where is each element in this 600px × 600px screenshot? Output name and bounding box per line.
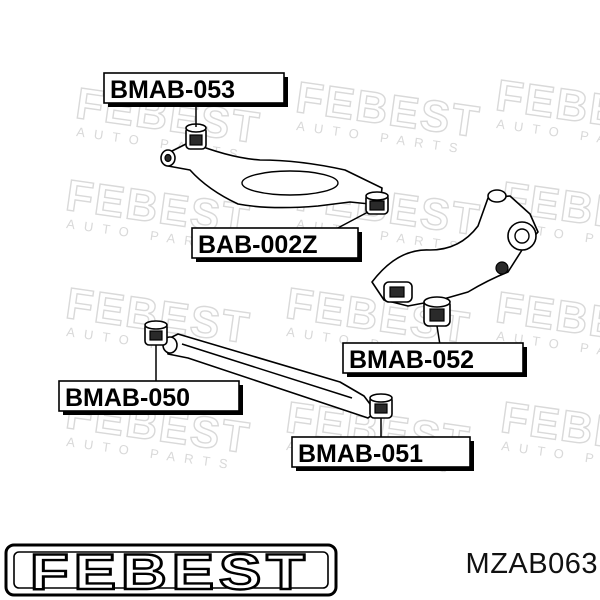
bushing-bmab-053 — [185, 123, 207, 150]
watermark: FEBEST AUTO PARTS — [492, 70, 600, 155]
part-number-text: BMAB-052 — [349, 346, 474, 374]
bushing-bmab-052 — [423, 296, 451, 327]
part-label-bmab-052: BMAB-052 — [342, 342, 527, 377]
logo-text: FEBEST — [30, 544, 310, 600]
part-code: MZAB063 — [465, 548, 598, 580]
bushing-bmab-050 — [144, 320, 168, 346]
watermark-layer: FEBEST AUTO PARTS FEBEST AUTO PARTS FEBE… — [62, 70, 600, 477]
part-number-text: BAB-002Z — [198, 231, 317, 259]
leader-bab-002z — [333, 211, 369, 231]
febest-logo: FEBEST — [4, 543, 338, 600]
part-label-bmab-051: BMAB-051 — [291, 436, 474, 471]
upper-control-arm — [160, 141, 383, 209]
part-label-bmab-050: BMAB-050 — [58, 380, 243, 415]
part-label-bmab-053: BMAB-053 — [103, 72, 288, 107]
leader-lines — [155, 104, 441, 438]
lower-lateral-link — [162, 333, 377, 419]
part-number-text: BMAB-053 — [110, 76, 235, 104]
part-label-bab-002z: BAB-002Z — [191, 227, 362, 262]
rear-knuckle — [371, 189, 539, 307]
watermark: FEBEST AUTO PARTS — [292, 72, 484, 157]
part-number-text: BMAB-050 — [65, 384, 190, 412]
bushing-bmab-051 — [369, 393, 393, 419]
leader-bmab-052 — [436, 325, 441, 346]
watermark: FEBEST AUTO PARTS — [497, 392, 600, 477]
part-number-text: BMAB-051 — [298, 440, 423, 468]
bushing-bab-002z — [365, 191, 389, 215]
